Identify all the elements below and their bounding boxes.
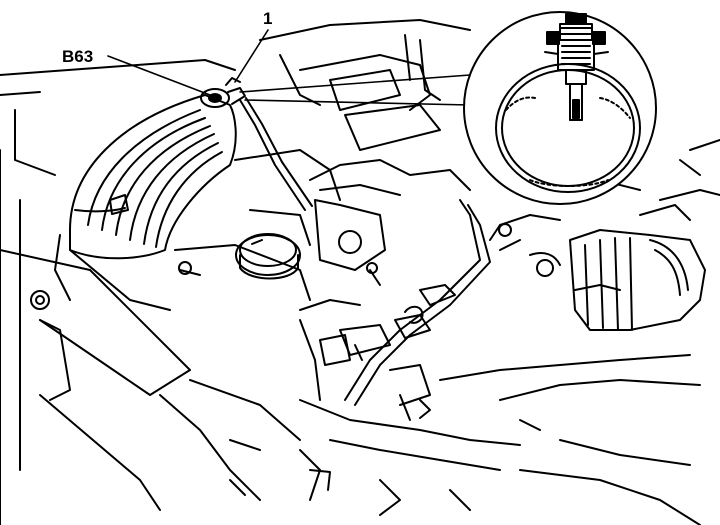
throttle-linkage — [299, 199, 561, 421]
lower-chassis — [159, 354, 701, 525]
engine-block — [174, 19, 471, 301]
coolant-reservoir — [529, 139, 720, 331]
detail-magnifier — [463, 11, 657, 205]
callout-sensor-b63: B63 — [62, 47, 94, 66]
oil-filler-cap — [235, 233, 301, 280]
callout-leaders — [107, 29, 471, 106]
left-fender — [0, 59, 236, 525]
sensor-b63-detail — [544, 13, 609, 121]
intake-air-duct — [54, 94, 237, 311]
sensor-b63-mounted — [200, 77, 313, 211]
callout-item-1: 1 — [263, 9, 273, 28]
